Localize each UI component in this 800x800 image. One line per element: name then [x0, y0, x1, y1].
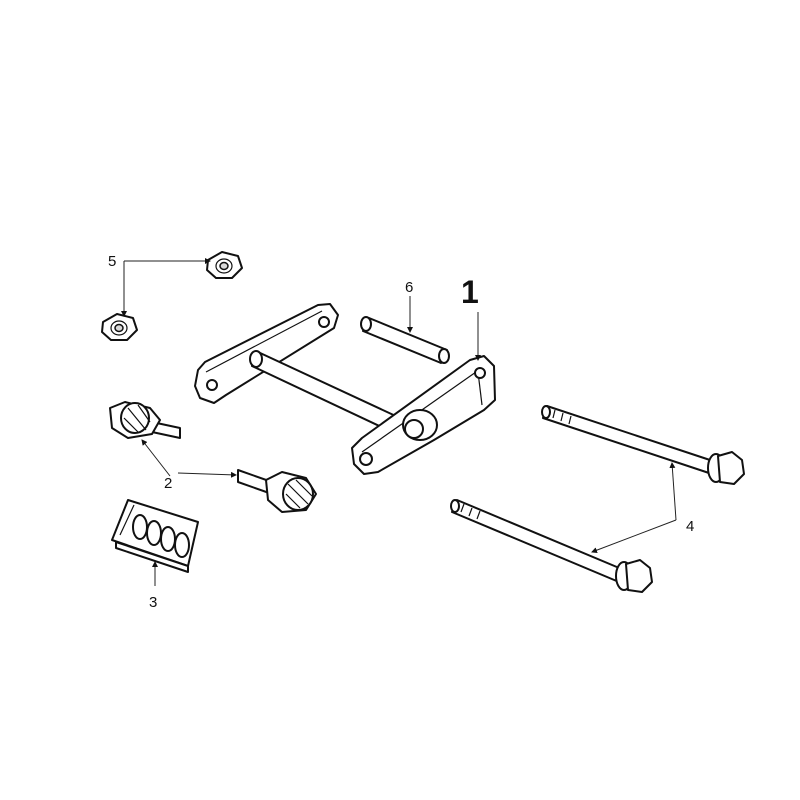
callout-2: 2 — [164, 475, 172, 492]
leader-lines — [121, 258, 677, 586]
bolt-lower — [450, 499, 653, 593]
engine-mount-bracket — [194, 303, 496, 475]
silent-block-upper — [109, 401, 181, 439]
bolt-upper — [541, 405, 745, 485]
nut-bottom — [101, 313, 138, 341]
callout-3: 3 — [149, 594, 157, 611]
pin — [360, 316, 450, 364]
callout-4: 4 — [686, 518, 694, 535]
callout-5: 5 — [108, 253, 116, 270]
nut-top — [206, 251, 243, 279]
spring-block — [111, 499, 199, 573]
callout-6: 6 — [405, 279, 413, 296]
callout-1: 1 — [461, 274, 479, 310]
silent-block-lower — [237, 469, 317, 513]
